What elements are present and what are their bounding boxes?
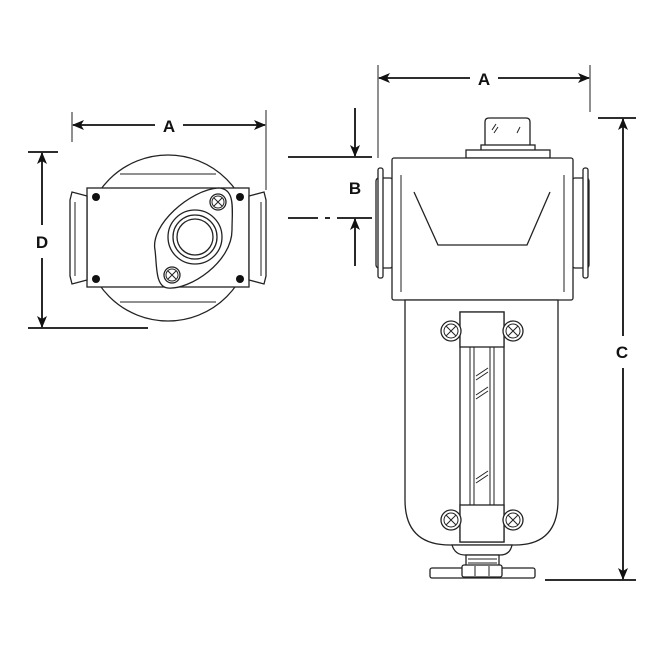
dimension-b: B	[288, 108, 372, 266]
dimension-label-d: D	[36, 233, 48, 252]
dimension-label-a: A	[163, 117, 175, 136]
dimension-d: D	[28, 151, 148, 329]
front-view	[375, 117, 590, 579]
dimension-label-b: B	[349, 179, 361, 198]
screw-icon	[440, 320, 462, 342]
dimension-a-top: A	[71, 110, 267, 190]
dimension-c: C	[545, 117, 636, 581]
screw-icon	[502, 320, 524, 342]
screw-icon	[209, 193, 227, 211]
top-view	[69, 154, 267, 322]
screw-icon	[502, 509, 524, 531]
dimension-label-a: A	[478, 70, 490, 89]
screw-icon	[440, 509, 462, 531]
dimension-a-front: A	[377, 65, 591, 158]
screw-icon	[163, 266, 181, 284]
dimension-label-c: C	[616, 343, 628, 362]
